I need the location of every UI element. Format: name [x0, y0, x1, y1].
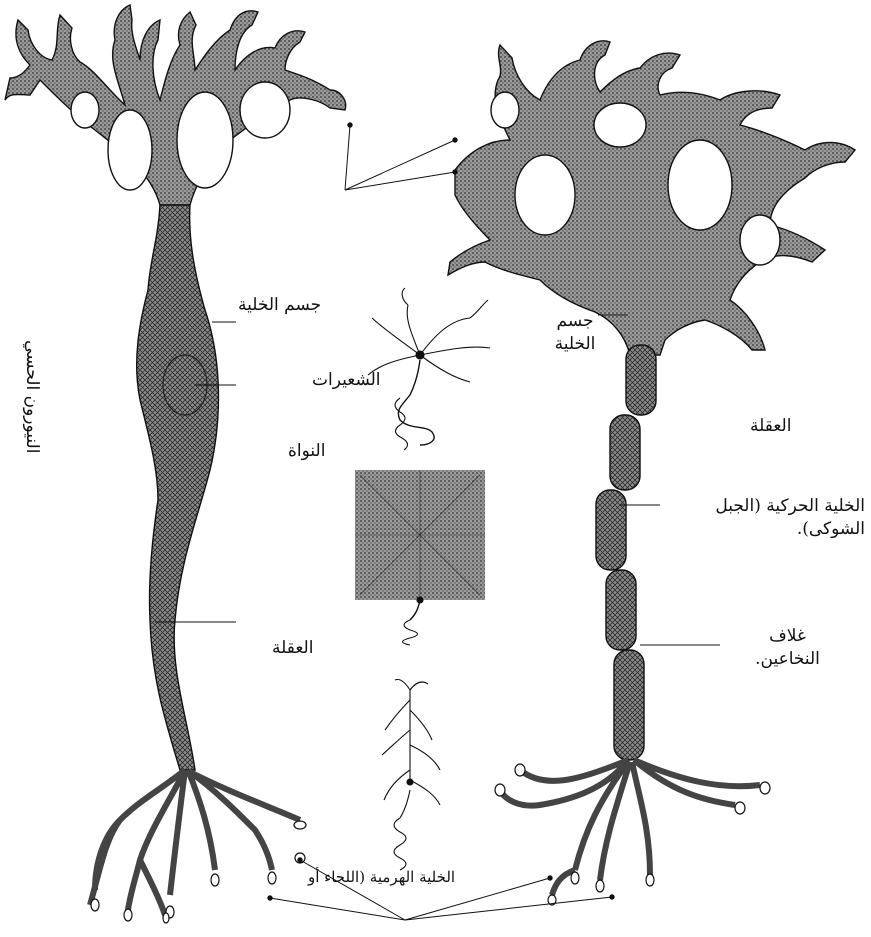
label-sensory-neuron: النيورون الحسي	[22, 340, 42, 453]
label-pyramidal-cell: الخلية الهرمية (اللحاء أو	[308, 867, 455, 887]
label-dendrites: الشعيرات	[312, 369, 381, 392]
label-cell-body-right: جسم الخلية	[550, 310, 600, 356]
label-axon-right: العقلة	[750, 415, 791, 438]
motor-cell-body	[448, 41, 855, 355]
sensory-neuron-illustration	[5, 5, 346, 923]
label-myelin-sheath: غلاف النخاعين.	[745, 625, 830, 671]
label-axon-left: العقلة	[272, 637, 313, 660]
motor-terminal-branches	[500, 760, 760, 895]
dense-cell	[355, 470, 485, 645]
sensory-terminal-branches	[90, 770, 300, 915]
sensory-axon-body	[137, 205, 219, 770]
label-motor-cell: الخلية الحركية (الجبل الشوكى).	[700, 495, 865, 541]
myelin-segments	[596, 345, 656, 760]
sensory-dendrite-tree	[5, 5, 346, 205]
bushy-cell	[368, 288, 490, 450]
pyramidal-cell	[382, 679, 440, 870]
label-cell-body-left: جسم الخلية	[238, 294, 321, 317]
motor-neuron-illustration	[448, 41, 855, 905]
label-nucleus: النواة	[288, 440, 325, 463]
